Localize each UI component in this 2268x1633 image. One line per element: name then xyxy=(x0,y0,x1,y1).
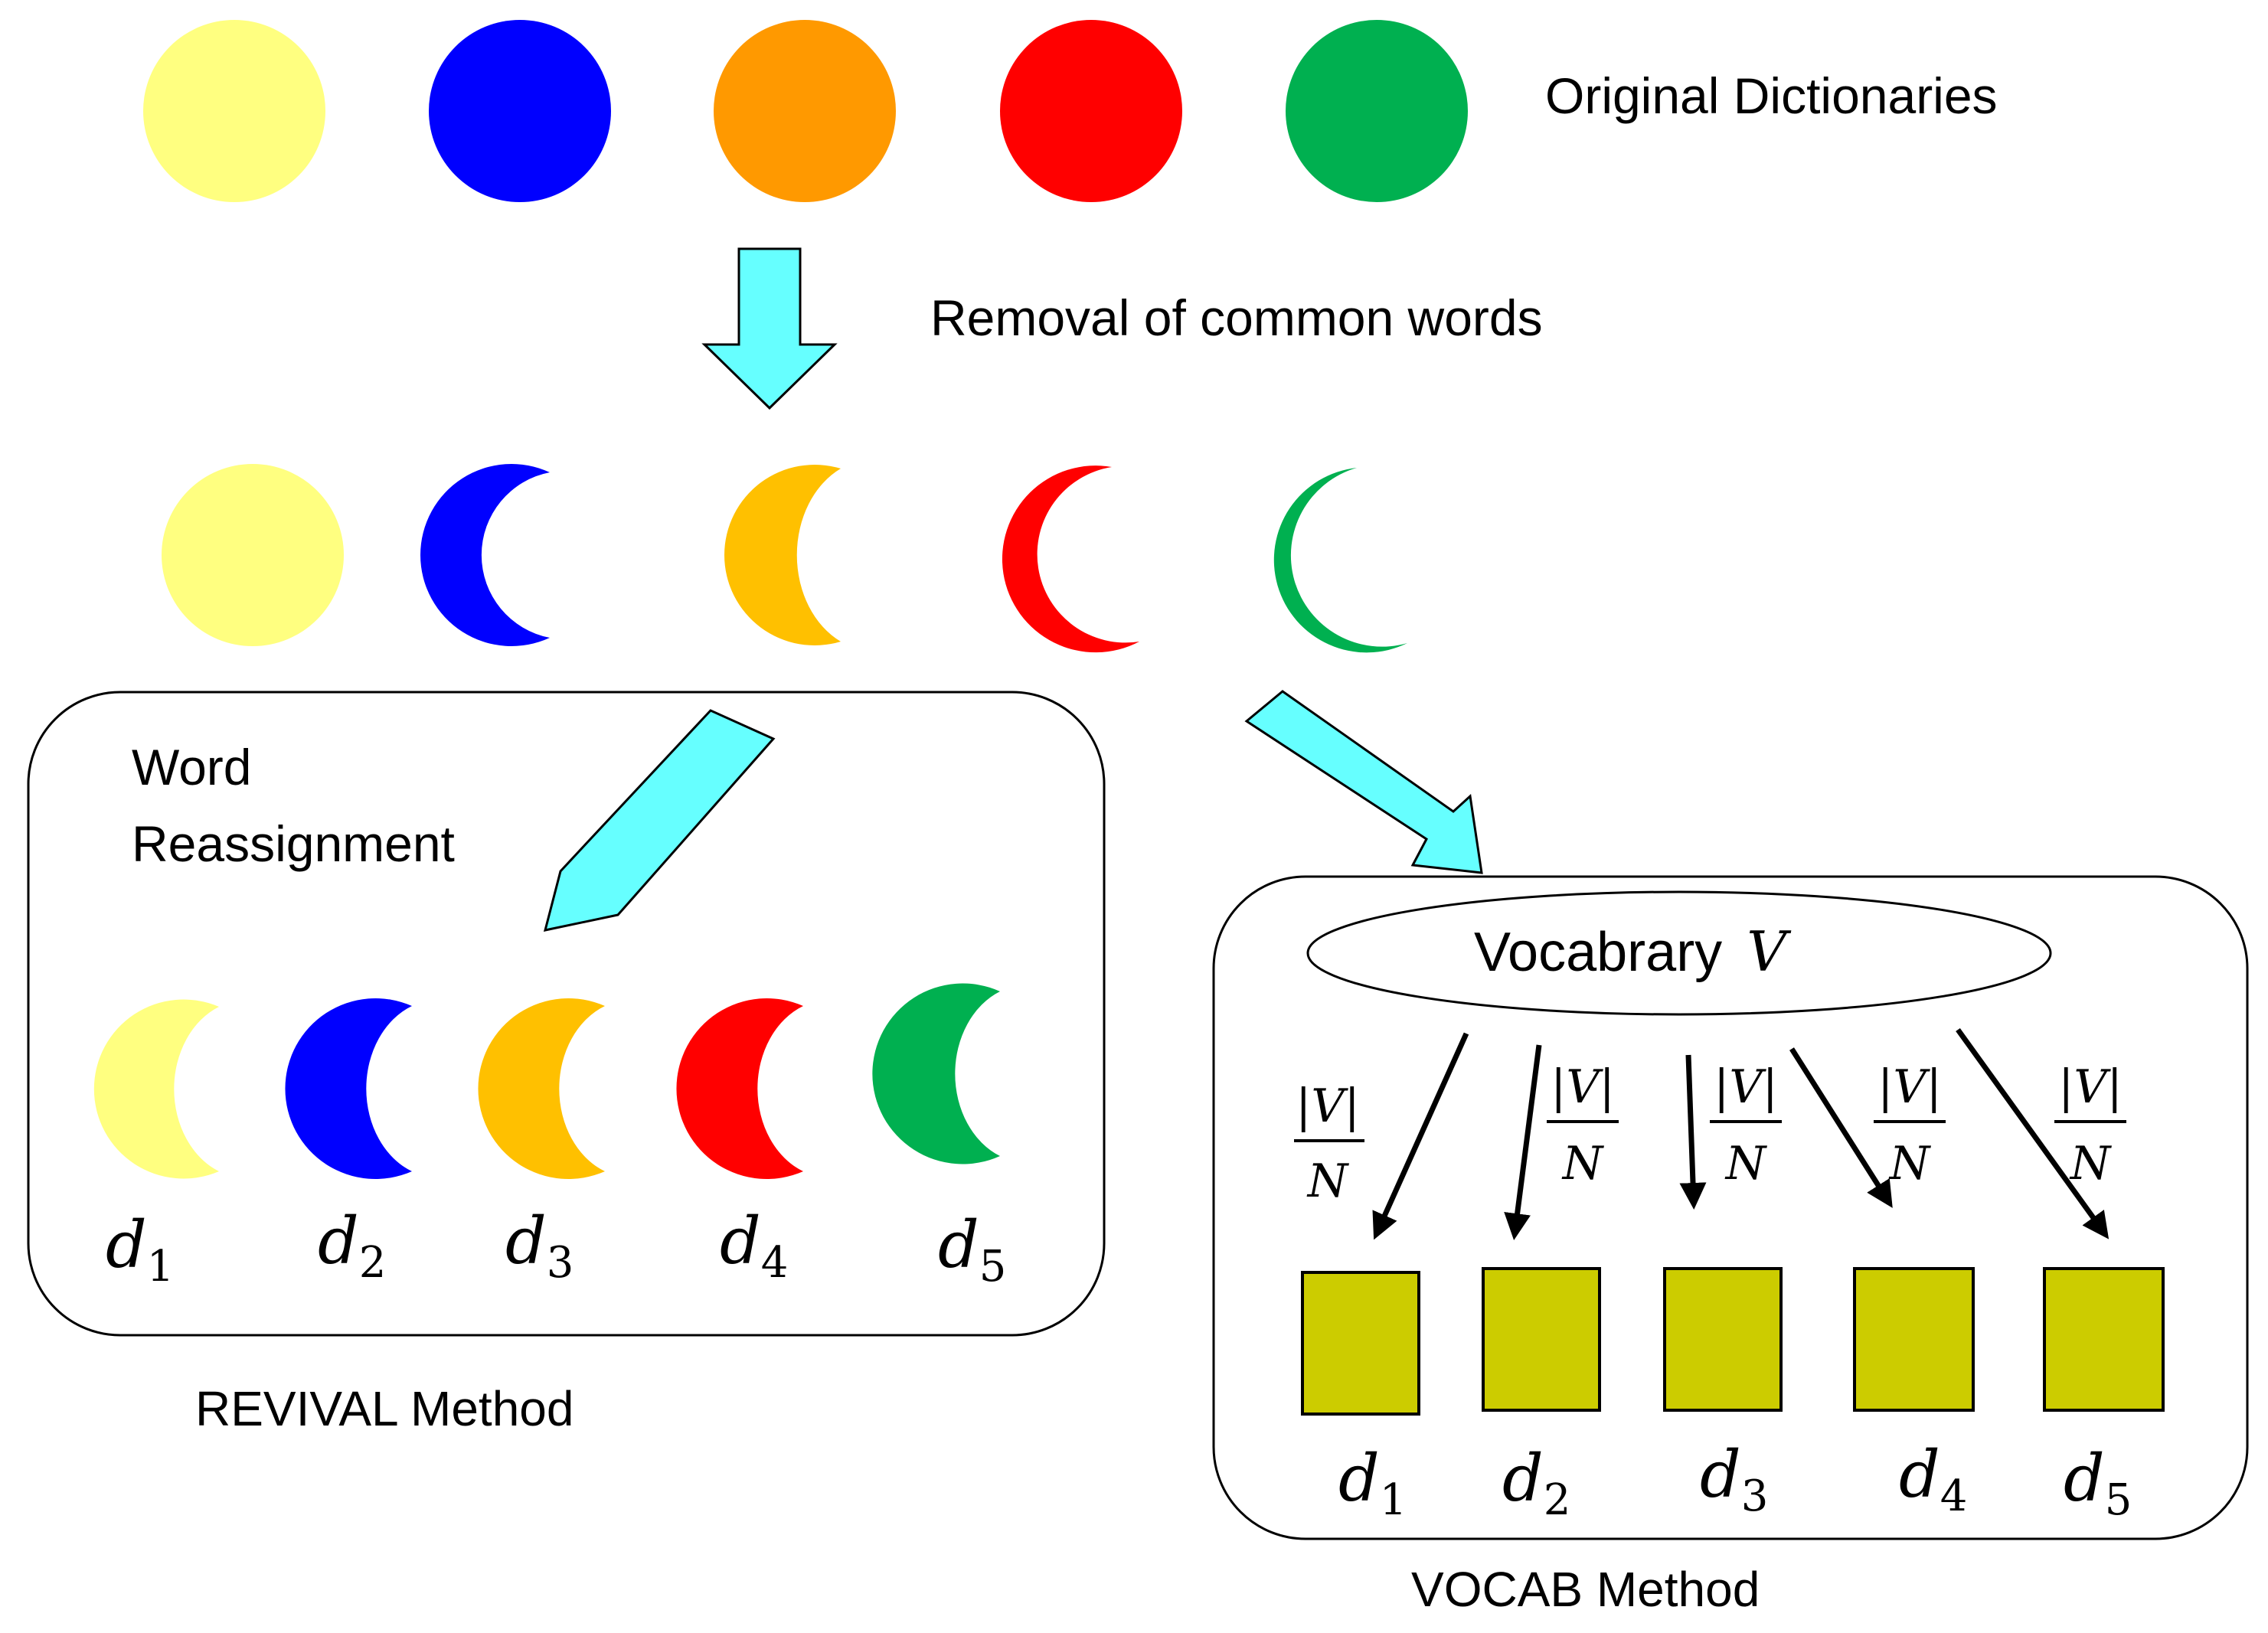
vocab-method-caption: VOCAB Method xyxy=(1411,1562,1760,1617)
vocabulary-ellipse xyxy=(1306,890,2052,1016)
original-dictionaries-label: Original Dictionaries xyxy=(1545,67,1998,124)
svg-text:|V|: |V| xyxy=(2058,1060,2123,1114)
vocab-label-d4: d4 xyxy=(1899,1437,1967,1521)
revival-label-d1: d1 xyxy=(106,1207,174,1292)
revival-panel xyxy=(27,691,1106,1337)
svg-text:|V|: |V| xyxy=(1296,1079,1360,1133)
vocab-split-arrow-3 xyxy=(1679,1054,1707,1210)
fraction-4: |V| N xyxy=(1874,1060,1946,1190)
vocab-label-d5: d5 xyxy=(2064,1441,2132,1525)
svg-text:N: N xyxy=(2069,1137,2113,1190)
revival-arrow xyxy=(543,709,776,932)
vocab-dict-box-5 xyxy=(2043,1267,2165,1412)
vocab-label-d3: d3 xyxy=(1700,1437,1768,1521)
reduced-dict-amber xyxy=(724,465,841,645)
word-reassignment-line2: Reassignment xyxy=(132,815,455,872)
vocab-arrow xyxy=(1244,690,1483,874)
vocab-dict-box-2 xyxy=(1482,1267,1601,1412)
original-dict-green xyxy=(1286,20,1468,202)
word-reassignment-line1: Word xyxy=(132,739,252,795)
original-dict-blue xyxy=(429,20,611,202)
vocab-dict-box-3 xyxy=(1663,1267,1783,1412)
vocab-split-arrow-5 xyxy=(1956,1027,2110,1239)
revival-dict-2 xyxy=(285,998,412,1180)
reduced-dict-green xyxy=(1273,468,1407,653)
vocab-split-arrow-2 xyxy=(1504,1044,1542,1240)
svg-text:|V|: |V| xyxy=(1551,1060,1615,1114)
vocab-split-arrow-1 xyxy=(1372,1032,1469,1240)
revival-label-d5: d5 xyxy=(938,1207,1006,1292)
vocab-label-d1: d1 xyxy=(1338,1441,1407,1525)
vocab-dict-box-4 xyxy=(1853,1267,1975,1412)
vocab-dict-box-1 xyxy=(1301,1271,1420,1416)
revival-method-caption: REVIVAL Method xyxy=(195,1381,574,1436)
svg-text:|V|: |V| xyxy=(1877,1060,1942,1114)
revival-dict-5 xyxy=(872,983,1000,1164)
fraction-2: |V| N xyxy=(1547,1060,1619,1190)
revival-dict-1 xyxy=(93,999,220,1179)
revival-dict-3 xyxy=(478,998,605,1180)
revival-label-d3: d3 xyxy=(505,1204,574,1288)
vocab-label-d2: d2 xyxy=(1502,1441,1570,1525)
reduced-dict-yellow xyxy=(162,464,344,646)
original-dict-yellow xyxy=(143,20,325,202)
vocab-panel xyxy=(1212,875,2249,1540)
revival-label-d4: d4 xyxy=(720,1204,788,1288)
revival-label-d2: d2 xyxy=(318,1204,386,1288)
fraction-1: |V| N xyxy=(1294,1079,1364,1208)
fraction-3: |V| N xyxy=(1710,1060,1782,1190)
reduced-dict-red xyxy=(1002,465,1139,653)
removal-arrow xyxy=(701,247,838,410)
svg-text:N: N xyxy=(1724,1137,1768,1190)
svg-text:N: N xyxy=(1561,1137,1605,1190)
vocab-split-arrow-4 xyxy=(1789,1047,1893,1208)
svg-text:N: N xyxy=(1306,1155,1350,1208)
svg-text:N: N xyxy=(1888,1137,1932,1190)
reduced-dict-blue xyxy=(420,464,550,647)
fraction-5: |V| N xyxy=(2054,1060,2126,1190)
original-dict-orange xyxy=(714,20,896,202)
revival-dict-4 xyxy=(676,998,803,1180)
original-dict-red xyxy=(1000,20,1182,202)
removal-label: Removal of common words xyxy=(930,289,1543,346)
svg-text:|V|: |V| xyxy=(1714,1060,1778,1114)
